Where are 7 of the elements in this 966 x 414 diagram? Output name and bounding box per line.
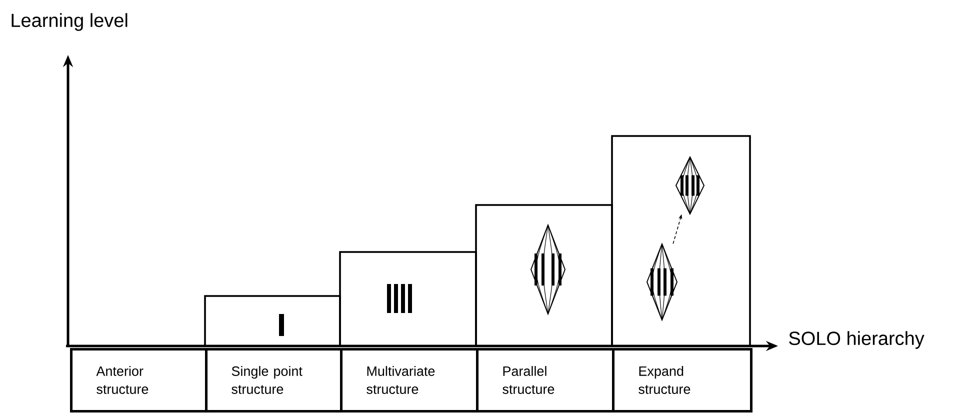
structure-cell: Parallel structure <box>476 348 614 412</box>
structure-cell: Single point structure <box>205 348 342 412</box>
structure-cell: Multivariate structure <box>340 348 478 412</box>
axis-label: SOLO hierarchy <box>789 331 924 349</box>
structure-cell: Expand structure <box>612 348 752 412</box>
structure-cell: Anterior structure <box>70 348 208 412</box>
axis-label: Learning level <box>12 13 128 31</box>
